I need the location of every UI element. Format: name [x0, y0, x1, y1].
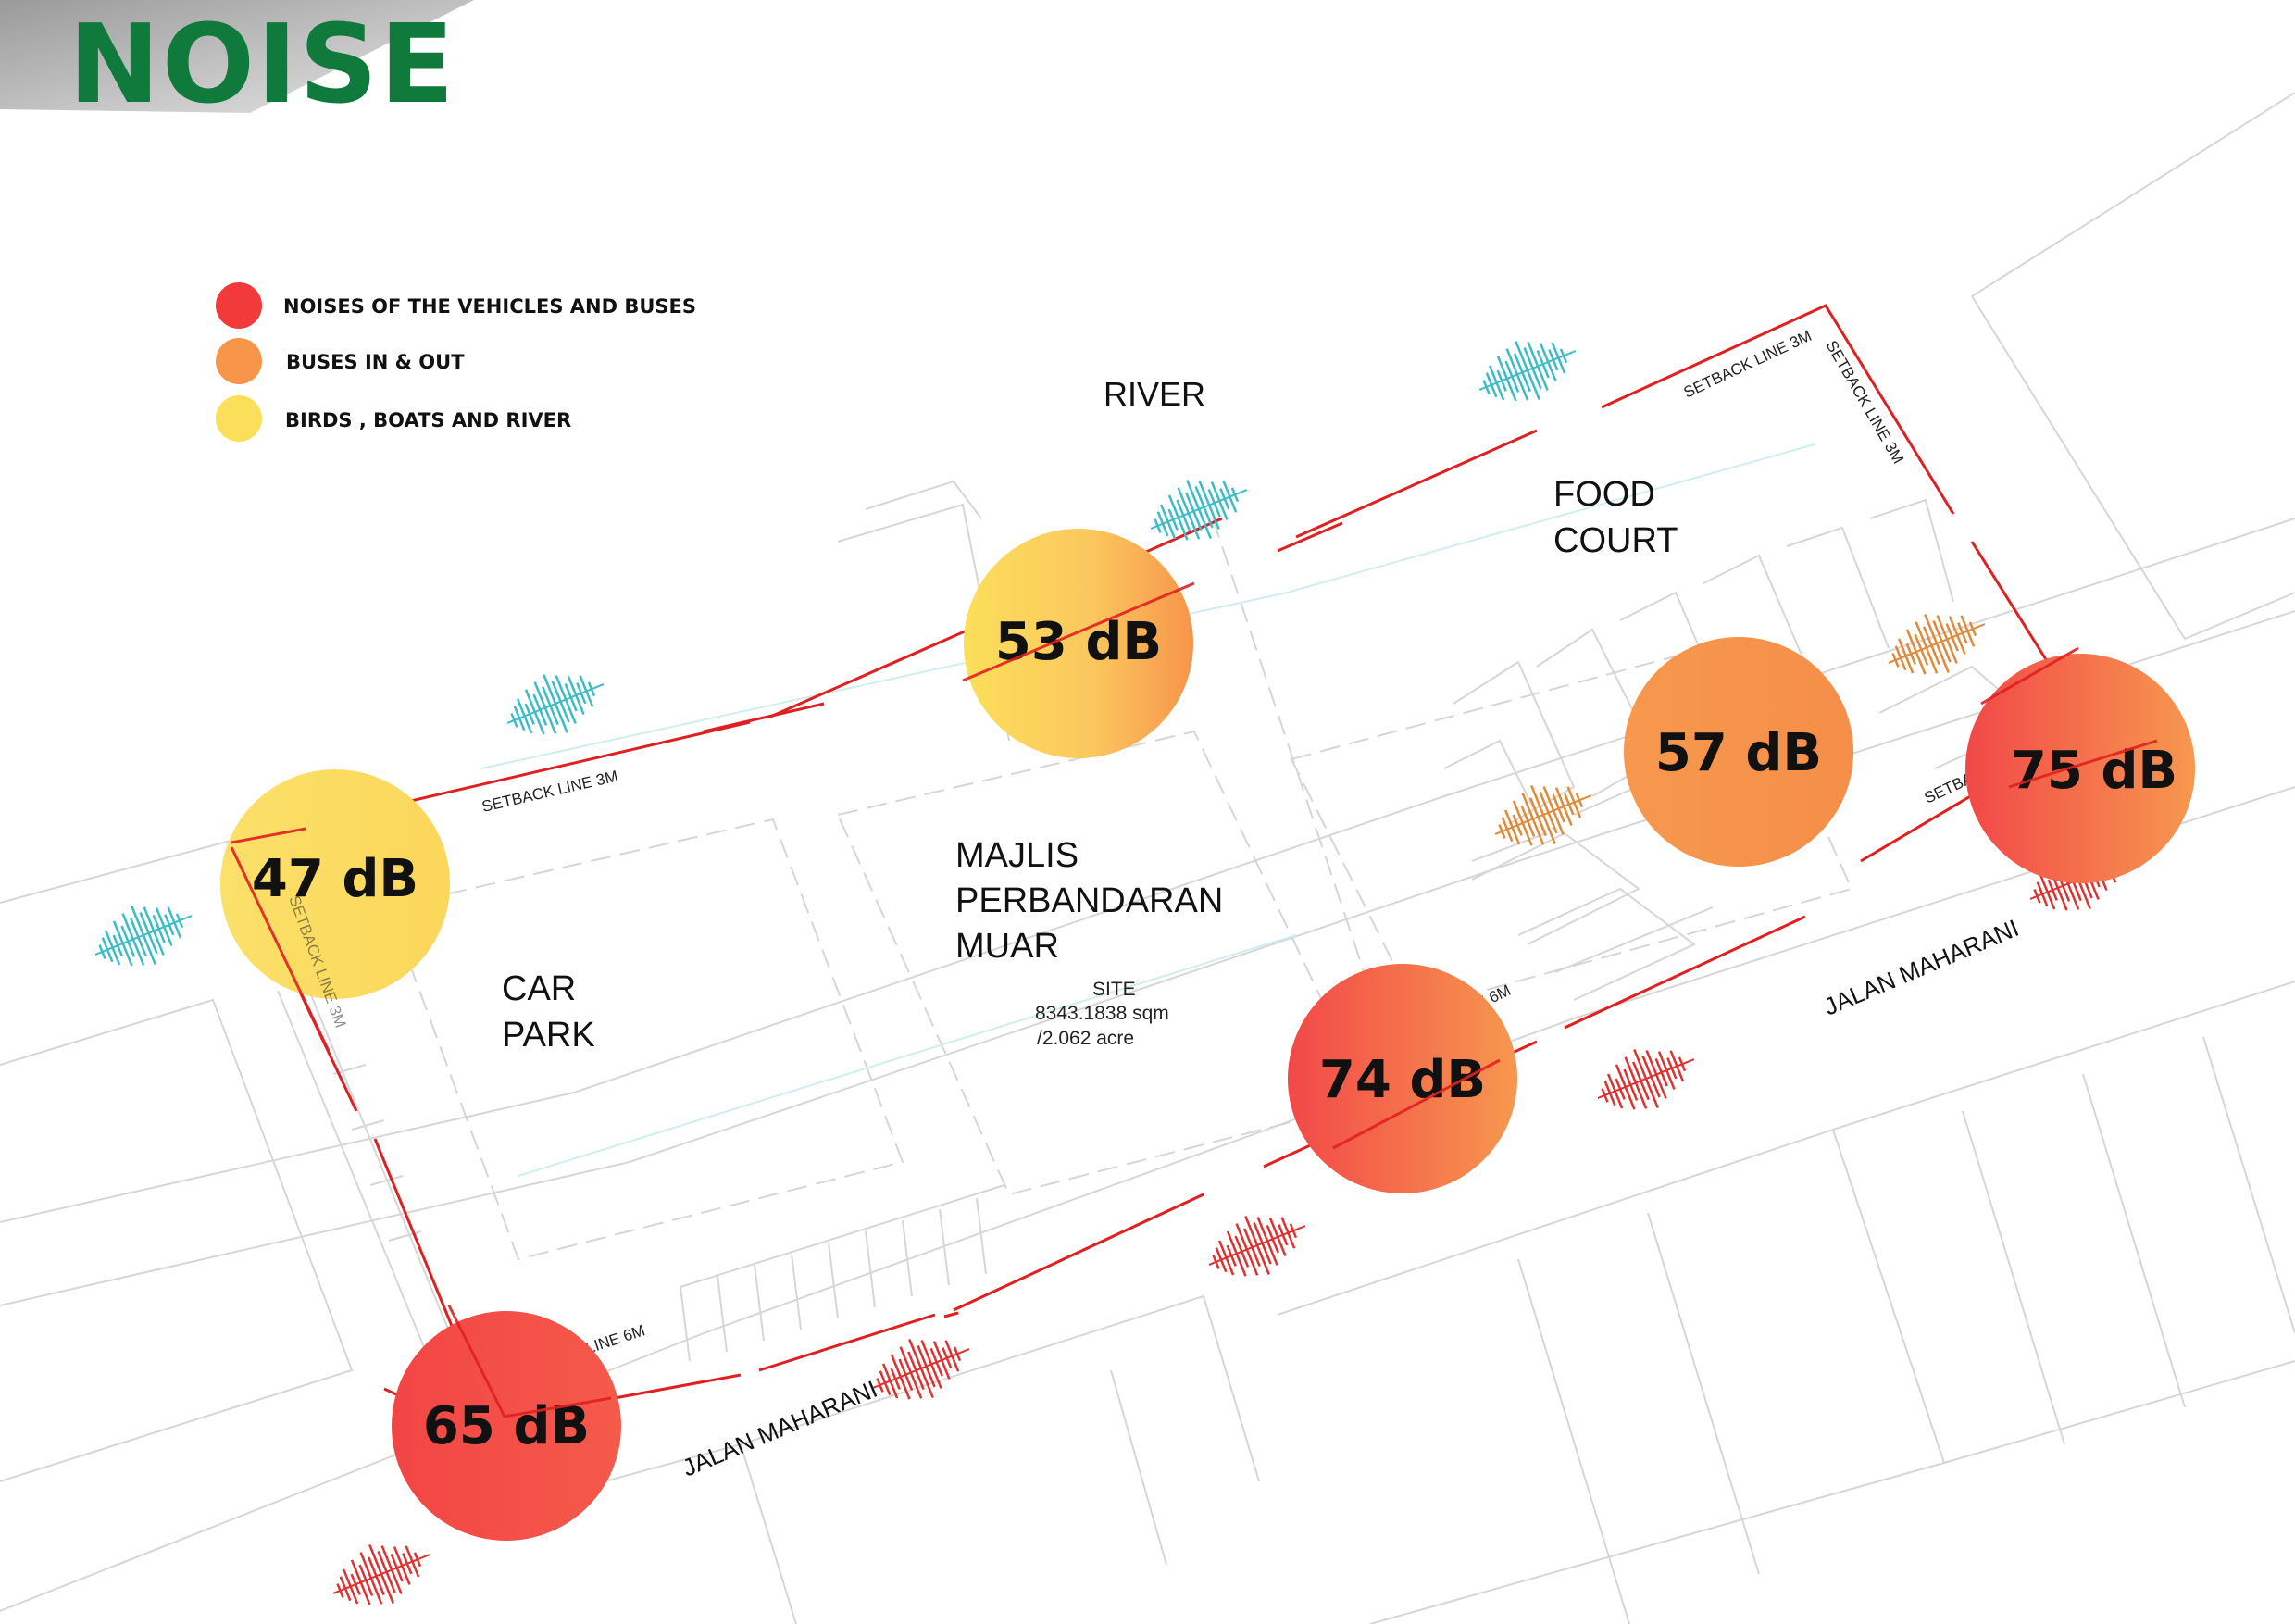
noise-circle — [1288, 964, 1517, 1193]
sound-wave-icon — [1208, 1216, 1306, 1277]
legend-item-birds: BIRDS , BOATS AND RIVER — [216, 395, 571, 442]
sound-wave-icon — [1888, 614, 1986, 675]
label-car-park-1: CAR — [502, 969, 576, 1008]
label-majlis-3: MUAR — [955, 927, 1059, 966]
label-river: RIVER — [1104, 375, 1205, 413]
river-lines — [480, 443, 1815, 1177]
sound-wave-axis — [94, 915, 193, 956]
label-site-area: 8343.1838 sqm — [1035, 1003, 1169, 1024]
sound-wave-axis — [332, 1554, 430, 1594]
noise-value: 74 dB — [1319, 1050, 1486, 1110]
label-site-acre: /2.062 acre — [1037, 1028, 1134, 1049]
sound-wave-axis — [872, 1348, 970, 1389]
label-majlis-2: PERBANDARAN — [955, 881, 1223, 920]
sound-wave-icon — [1494, 785, 1592, 846]
noise-point: 74 dB — [1288, 964, 1517, 1193]
legend-label: NOISES OF THE VEHICLES AND BUSES — [283, 295, 696, 318]
sound-wave-axis — [1888, 623, 1986, 664]
noise-value: 57 dB — [1655, 723, 1822, 783]
noise-point: 57 dB — [1624, 637, 1853, 867]
site-boundary — [230, 304, 2089, 1418]
noise-point: 65 dB — [392, 1311, 621, 1541]
noise-circle — [964, 529, 1193, 758]
label-food-court-1: FOOD — [1553, 475, 1655, 514]
noise-circle — [1624, 637, 1853, 867]
noise-value: 75 dB — [2011, 741, 2177, 801]
legend-item-buses: BUSES IN & OUT — [216, 338, 465, 384]
legend: NOISES OF THE VEHICLES AND BUSES BUSES I… — [216, 282, 696, 442]
setback-label: SETBACK LINE 3M — [480, 768, 620, 816]
noise-circle — [392, 1311, 621, 1541]
legend-item-vehicles: NOISES OF THE VEHICLES AND BUSES — [216, 282, 696, 329]
boundary-overlay — [230, 581, 2158, 1418]
label-car-park-2: PARK — [502, 1016, 595, 1055]
label-site: SITE — [1092, 979, 1136, 1000]
setback-label: SETBACK LINE 3M — [1823, 338, 1908, 468]
sound-wave-icon — [1150, 480, 1248, 541]
sound-wave-axis — [1208, 1225, 1306, 1266]
sound-wave-axis — [1478, 350, 1577, 391]
title-banner — [0, 0, 474, 113]
noise-value: 53 dB — [995, 612, 1162, 672]
legend-swatch-orange — [216, 338, 262, 384]
sound-wave-axis — [1150, 489, 1248, 530]
noise-circle — [1965, 654, 2195, 883]
page-title: NOISE — [69, 0, 456, 128]
legend-label: BUSES IN & OUT — [286, 351, 465, 373]
sound-wave-icon — [1597, 1049, 1695, 1110]
label-majlis-1: MAJLIS — [955, 836, 1079, 875]
sound-wave-axis — [1494, 794, 1592, 835]
sound-wave-axis — [506, 683, 605, 724]
legend-swatch-yellow — [216, 395, 262, 442]
sound-wave-icon — [872, 1339, 970, 1400]
sound-wave-icon — [506, 674, 605, 735]
sound-wave-axis — [1597, 1058, 1695, 1099]
sound-wave-icon — [1478, 341, 1577, 402]
noise-value: 47 dB — [252, 849, 418, 909]
sound-wave-icon — [332, 1544, 430, 1605]
noise-point: 75 dB — [1965, 654, 2195, 883]
legend-swatch-red — [216, 282, 262, 329]
noise-point: 53 dB — [964, 529, 1193, 758]
label-road-south: JALAN MAHARANI — [679, 1375, 881, 1482]
legend-label: BIRDS , BOATS AND RIVER — [285, 409, 571, 431]
label-food-court-2: COURT — [1553, 521, 1678, 560]
sound-wave-icon — [94, 906, 193, 967]
setback-label: SETBACK LINE 3M — [1681, 327, 1815, 402]
noise-point: SETBACK LINE 3M 47 dB — [220, 769, 450, 1031]
